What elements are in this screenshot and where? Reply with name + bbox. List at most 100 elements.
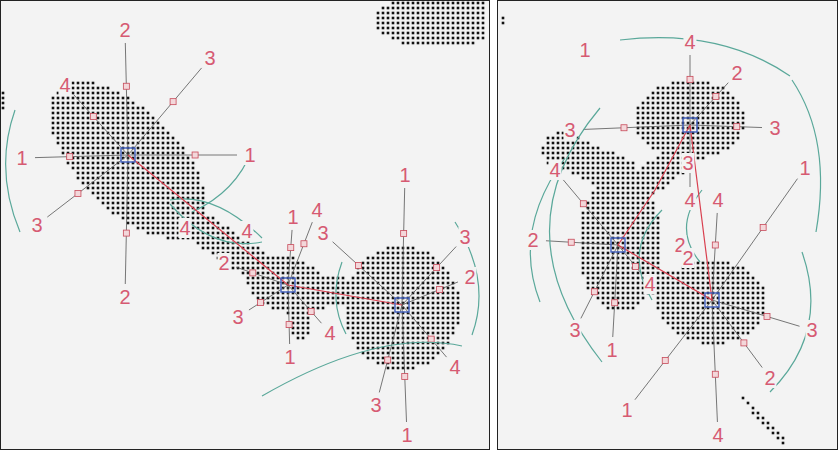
pixel-dot xyxy=(622,267,625,270)
pixel-dot xyxy=(107,112,110,115)
pixel-cluster xyxy=(2,2,785,445)
pixel-dot xyxy=(652,247,655,250)
pixel-dot xyxy=(702,92,705,95)
pixel-dot xyxy=(317,277,320,280)
pixel-dot xyxy=(662,182,665,185)
pixel-dot xyxy=(377,277,380,280)
pixel-dot xyxy=(252,287,255,290)
pixel-dot xyxy=(202,192,205,195)
pixel-dot xyxy=(362,277,365,280)
pixel-dot xyxy=(732,137,735,140)
pixel-dot xyxy=(142,217,145,220)
pixel-dot xyxy=(392,27,395,30)
pixel-dot xyxy=(662,137,665,140)
pixel-dot xyxy=(402,42,405,45)
pixel-dot xyxy=(427,257,430,260)
pixel-dot xyxy=(597,267,600,270)
pixel-dot xyxy=(132,197,135,200)
pixel-dot xyxy=(152,222,155,225)
pixel-dot xyxy=(62,102,65,105)
pixel-dot xyxy=(97,102,100,105)
pixel-dot xyxy=(72,132,75,135)
pixel-dot xyxy=(117,172,120,175)
pixel-dot xyxy=(257,287,260,290)
pixel-dot xyxy=(647,232,650,235)
pixel-dot xyxy=(102,122,105,125)
pixel-dot xyxy=(377,262,380,265)
pixel-dot xyxy=(627,252,630,255)
pixel-dot xyxy=(122,167,125,170)
pixel-dot xyxy=(162,152,165,155)
pixel-dot xyxy=(597,277,600,280)
pixel-dot xyxy=(307,272,310,275)
pixel-dot xyxy=(692,112,695,115)
pixel-dot xyxy=(77,162,80,165)
pixel-dot xyxy=(157,212,160,215)
pixel-dot xyxy=(147,227,150,230)
pixel-dot xyxy=(657,232,660,235)
pixel-dot xyxy=(612,207,615,210)
pixel-dot xyxy=(657,282,660,285)
pixel-dot xyxy=(677,92,680,95)
pixel-dot xyxy=(467,7,470,10)
pixel-dot xyxy=(592,232,595,235)
pixel-dot xyxy=(697,87,700,90)
pixel-dot xyxy=(87,127,90,130)
pixel-dot xyxy=(687,107,690,110)
pixel-dot xyxy=(592,247,595,250)
pixel-dot xyxy=(447,287,450,290)
pixel-dot xyxy=(667,132,670,135)
pixel-dot xyxy=(682,87,685,90)
pixel-dot xyxy=(352,282,355,285)
pixel-dot xyxy=(277,287,280,290)
pixel-dot xyxy=(697,277,700,280)
pixel-dot xyxy=(297,267,300,270)
pixel-dot xyxy=(402,22,405,25)
pixel-dot xyxy=(97,197,100,200)
pixel-dot xyxy=(82,107,85,110)
pixel-dot xyxy=(677,127,680,130)
pixel-dot xyxy=(107,187,110,190)
pixel-dot xyxy=(442,267,445,270)
pixel-dot xyxy=(677,112,680,115)
pixel-dot xyxy=(107,207,110,210)
pixel-dot xyxy=(587,212,590,215)
pixel-dot xyxy=(607,237,610,240)
pixel-dot xyxy=(612,247,615,250)
pixel-dot xyxy=(137,157,140,160)
pixel-dot xyxy=(462,42,465,45)
pixel-dot xyxy=(642,202,645,205)
pixel-dot xyxy=(427,282,430,285)
pixel-dot xyxy=(612,222,615,225)
pixel-dot xyxy=(167,212,170,215)
pixel-dot xyxy=(187,207,190,210)
pixel-dot xyxy=(577,147,580,150)
pixel-dot xyxy=(2,102,5,105)
pixel-dot xyxy=(682,277,685,280)
pixel-dot xyxy=(107,137,110,140)
pixel-dot xyxy=(552,147,555,150)
pixel-dot xyxy=(682,92,685,95)
pixel-dot xyxy=(642,102,645,105)
pixel-dot xyxy=(152,132,155,135)
pixel-dot xyxy=(447,7,450,10)
pixel-dot xyxy=(147,167,150,170)
pixel-dot xyxy=(102,152,105,155)
pixel-dot xyxy=(702,262,705,265)
pixel-dot xyxy=(702,107,705,110)
pixel-dot xyxy=(422,27,425,30)
pixel-dot xyxy=(122,212,125,215)
pixel-dot xyxy=(117,197,120,200)
pixel-dot xyxy=(192,192,195,195)
pixel-dot xyxy=(107,87,110,90)
pixel-dot xyxy=(192,177,195,180)
pixel-dot xyxy=(177,192,180,195)
pixel-dot xyxy=(642,182,645,185)
pixel-dot xyxy=(452,2,455,5)
pixel-dot xyxy=(232,247,235,250)
pixel-dot xyxy=(637,182,640,185)
pixel-dot xyxy=(662,147,665,150)
pixel-dot xyxy=(717,267,720,270)
pixel-dot xyxy=(102,107,105,110)
pixel-dot xyxy=(162,172,165,175)
